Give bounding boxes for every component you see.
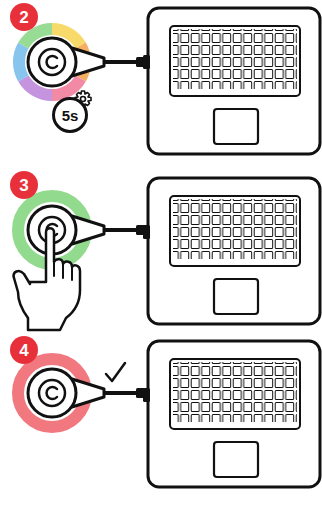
timer-text: 5s xyxy=(62,108,79,123)
puck-device xyxy=(28,38,148,86)
laptop xyxy=(143,341,320,487)
callout-number: 3 xyxy=(19,177,28,194)
timer-icon: 5s xyxy=(52,97,88,133)
pressing-hand xyxy=(14,228,80,330)
laptop xyxy=(143,178,320,324)
laptop xyxy=(143,8,320,154)
callout-number: 4 xyxy=(19,342,28,359)
check-mark xyxy=(106,363,125,381)
step-number: 2 xyxy=(10,3,38,31)
puck-device xyxy=(28,369,148,417)
step-number: 4 xyxy=(10,336,38,364)
step-number: 3 xyxy=(10,171,38,199)
callout-number: 2 xyxy=(19,9,28,26)
